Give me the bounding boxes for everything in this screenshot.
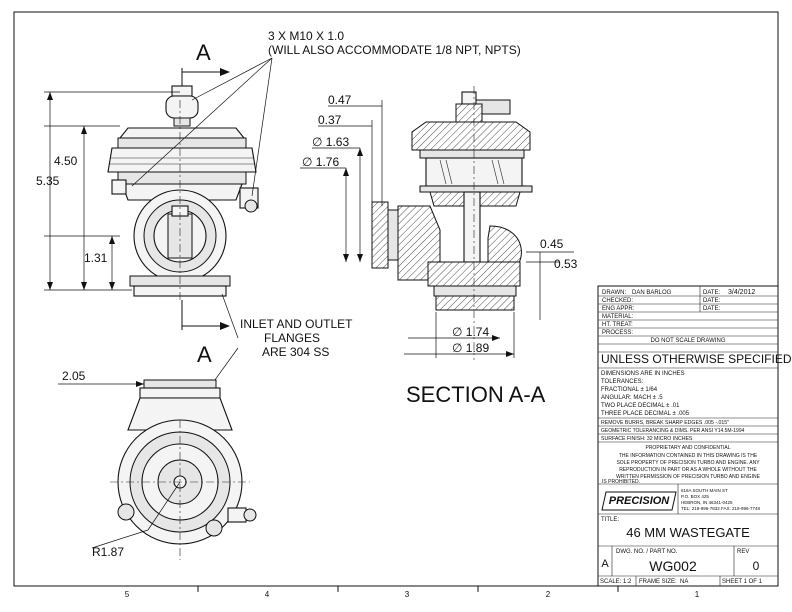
tol-fractional: FRACTIONAL ± 1/64 (601, 387, 658, 393)
dim-height-131: 1.31 (84, 251, 108, 265)
address-line-4: TEL: 219-996-7832 FAX: 219-996-7748 (681, 506, 761, 511)
dim-047: 0.47 (328, 93, 352, 107)
thread-callout-alt: (WILL ALSO ACCOMMODATE 1/8 NPT, NPTS) (268, 43, 521, 57)
dim-dia-176: ∅ 1.76 (302, 155, 339, 169)
rev-value: 0 (753, 559, 760, 573)
thread-callout: 3 X M10 X 1.0 (WILL ALSO ACCOMMODATE 1/8… (131, 29, 521, 197)
drawing-title: 46 MM WASTEGATE (626, 525, 750, 540)
tol-angular: ANGULAR: MACH ± .5 (601, 395, 663, 401)
title-block: DRAWN: DAN BARLOG DATE: 3/4/2012 CHECKED… (597, 285, 792, 587)
proprietary-line-2: SOLE PROPERTY OF PRECISION TURBO AND ENG… (616, 460, 760, 466)
proprietary-title: PROPRIETARY AND CONFIDENTIAL (645, 445, 730, 451)
dim-205: 2.05 (62, 369, 86, 383)
flange-callout-line-3: ARE 304 SS (262, 345, 329, 359)
dwg-no-label: DWG. NO. / PART NO. (616, 549, 678, 555)
geometric-tolerancing: GEOMETRIC TOLERANCING & DIMS. PER ANSI Y… (601, 428, 745, 434)
date-label-drawn: DATE: (703, 290, 721, 296)
dim-dia-174: ∅ 1.74 (452, 325, 489, 339)
zone-label-4: 4 (265, 590, 270, 599)
flange-callout-line-1: INLET AND OUTLET (240, 317, 353, 331)
flange-callout-line-2: FLANGES (264, 331, 320, 345)
zone-label-5: 5 (125, 590, 130, 599)
zone-label-2: 2 (546, 590, 551, 599)
eng-appr-label: ENG APPR: (602, 306, 635, 312)
drawing-number: WG002 (649, 558, 697, 574)
dim-height-535: 5.35 (36, 174, 60, 188)
dim-dia-189: ∅ 1.89 (452, 341, 489, 355)
drawn-date: 3/4/2012 (728, 289, 755, 296)
zone-labels: 5 4 3 2 1 (125, 590, 700, 599)
checked-label: CHECKED: (602, 298, 633, 304)
title-label: TITLE: (601, 517, 619, 523)
material-label: MATERIAL: (602, 314, 634, 320)
section-view (371, 86, 533, 360)
date-label-checked: DATE: (703, 298, 721, 304)
section-marker-top: A (196, 40, 211, 65)
dim-045: 0.45 (540, 237, 564, 251)
unless-specified: UNLESS OTHERWISE SPECIFIED: (601, 352, 792, 366)
size-value: A (601, 558, 609, 570)
proprietary-line-5: IS PROHIBITED. (602, 479, 640, 485)
dims-in-inches: DIMENSIONS ARE IN INCHES (601, 371, 685, 377)
dim-height-450: 4.50 (54, 154, 78, 168)
proprietary-line-3: REPRODUCTION IN PART OR AS A WHOLE WITHO… (619, 467, 757, 473)
address-line-3: HEBRON, IN 46341-0425 (681, 500, 733, 505)
no-scale-note: DO NOT SCALE DRAWING (650, 338, 725, 344)
dim-053: 0.53 (554, 257, 578, 271)
proprietary-line-4: WRITTEN PERMISSION OF PRECISION TURBO AN… (616, 474, 760, 480)
tolerances-label: TOLERANCES: (601, 379, 644, 385)
tol-three-place: THREE PLACE DECIMAL ± .005 (601, 411, 690, 417)
frame-size-label: FRAME SIZE: (639, 579, 677, 585)
sheet-count: SHEET 1 OF 1 (722, 579, 763, 585)
section-dimensions: 0.47 0.37 ∅ 1.63 ∅ 1.76 0.45 0.53 ∅ 1.74… (300, 93, 578, 407)
date-label-eng: DATE: (703, 306, 721, 312)
address-line-2: P.O. BOX 425 (681, 494, 709, 499)
proprietary-line-1: THE INFORMATION CONTAINED IN THIS DRAWIN… (619, 453, 758, 459)
zone-label-1: 1 (695, 590, 700, 599)
flange-callout: INLET AND OUTLET FLANGES ARE 304 SS (211, 293, 353, 385)
frame-size-value: NA (680, 579, 688, 585)
drawn-label: DRAWN: (602, 290, 626, 296)
logo-text: PRECISION (609, 495, 671, 507)
dim-037: 0.37 (318, 113, 342, 127)
dim-radius-187: R1.87 (92, 545, 124, 559)
top-view: 2.05 R1.87 (58, 369, 257, 560)
process-label: PROCESS: (602, 330, 633, 336)
tol-two-place: TWO PLACE DECIMAL ± .01 (601, 403, 680, 409)
thread-callout-text: 3 X M10 X 1.0 (268, 29, 344, 43)
dim-dia-163: ∅ 1.63 (312, 135, 349, 149)
drawn-name: DAN BARLOG (632, 290, 672, 296)
surface-finish: SURFACE FINISH: 32 MICRO INCHES (601, 436, 693, 442)
rev-label: REV (737, 549, 749, 555)
precision-logo: PRECISION (601, 491, 677, 511)
address-line-1: 616A SOUTH MAIN ST (681, 488, 728, 493)
front-view: A A (36, 40, 259, 367)
scale-value: SCALE: 1:2 (600, 579, 632, 585)
remove-burrs: REMOVE BURRS, BREAK SHARP EDGES .005 -.0… (601, 420, 729, 426)
section-marker-bottom: A (197, 342, 212, 367)
ht-treat-label: HT. TREAT: (602, 322, 633, 328)
zone-label-3: 3 (405, 590, 410, 599)
section-title: SECTION A-A (406, 382, 546, 407)
